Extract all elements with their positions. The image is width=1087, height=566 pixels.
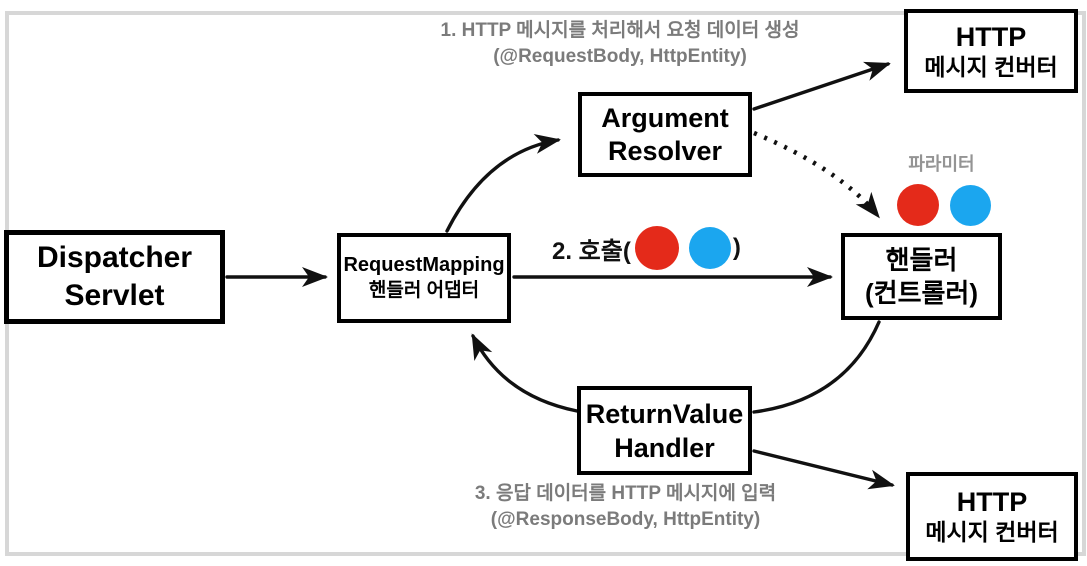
dispatcher-servlet-box: Dispatcher Servlet xyxy=(4,230,225,324)
http-message-converter-bottom-label-line2: 메시지 컨버터 xyxy=(925,519,1059,545)
call-argument-red-dot xyxy=(634,226,679,270)
return-value-handler-label-line1: ReturnValue xyxy=(585,398,744,429)
step3-annotation-line1: 3. 응답 데이터를 HTTP 메시지에 입력 xyxy=(474,483,777,504)
step1-annotation-line1: 1. HTTP 메시지를 처리해서 요청 데이터 생성 xyxy=(440,20,800,41)
request-mapping-adapter-label-line2: 핸들러 어댑터 xyxy=(368,280,480,301)
http-message-converter-top-label-line1: HTTP xyxy=(955,21,1027,52)
argument-resolver-box: Argument Resolver xyxy=(578,92,752,177)
http-message-converter-bottom-label-line1: HTTP xyxy=(956,487,1028,517)
step3-annotation: 3. 응답 데이터를 HTTP 메시지에 입력 (@ResponseBody, … xyxy=(373,481,878,533)
return-value-handler-label-line2: Handler xyxy=(614,432,715,463)
arrow-argument-resolver-to-http-converter-top xyxy=(752,61,891,111)
handler-controller-box: 핸들러 (컨트롤러) xyxy=(841,233,1002,320)
http-message-converter-top-label-line2: 메시지 컨버터 xyxy=(924,53,1058,80)
step3-annotation-line2: (@ResponseBody, HttpEntity) xyxy=(490,509,761,530)
handler-controller-label-line1: 핸들러 xyxy=(885,244,958,275)
parameter-red-dot xyxy=(897,184,939,226)
call-argument-blue-dot xyxy=(688,227,731,269)
arrow-argument-resolver-to-handler-dotted xyxy=(753,130,880,219)
arrow-returnvalue-handler-to-adapter xyxy=(471,333,579,413)
step2-call-prefix: 2. 호출( xyxy=(552,237,631,265)
arrow-adapter-to-argument-resolver xyxy=(445,133,561,233)
parameter-label: 파라미터 xyxy=(908,154,975,174)
http-message-converter-bottom-box: HTTP 메시지 컨버터 xyxy=(906,472,1078,561)
parameter-blue-dot xyxy=(950,185,991,226)
step1-annotation: 1. HTTP 메시지를 처리해서 요청 데이터 생성 (@RequestBod… xyxy=(370,18,870,70)
dispatcher-servlet-label-line1: Dispatcher xyxy=(36,241,193,274)
step1-annotation-line2: (@RequestBody, HttpEntity) xyxy=(493,46,747,67)
dispatcher-servlet-label-line2: Servlet xyxy=(64,279,165,312)
request-mapping-adapter-box: RequestMapping 핸들러 어댑터 xyxy=(337,233,511,323)
argument-resolver-label-line2: Resolver xyxy=(607,135,723,166)
argument-resolver-label-line1: Argument xyxy=(601,102,729,133)
step2-call-suffix: ) xyxy=(732,234,741,261)
handler-controller-label-line2: (컨트롤러) xyxy=(865,277,978,308)
arrow-returnvalue-handler-to-http-converter-bottom xyxy=(752,449,895,490)
http-message-converter-top-box: HTTP 메시지 컨버터 xyxy=(904,9,1078,93)
step2-call-annotation: 2. 호출( ) xyxy=(552,224,741,272)
line-handler-to-returnvalue-handler xyxy=(752,320,881,414)
return-value-handler-box: ReturnValue Handler xyxy=(577,386,752,475)
request-mapping-adapter-label-line1: RequestMapping xyxy=(343,254,505,276)
